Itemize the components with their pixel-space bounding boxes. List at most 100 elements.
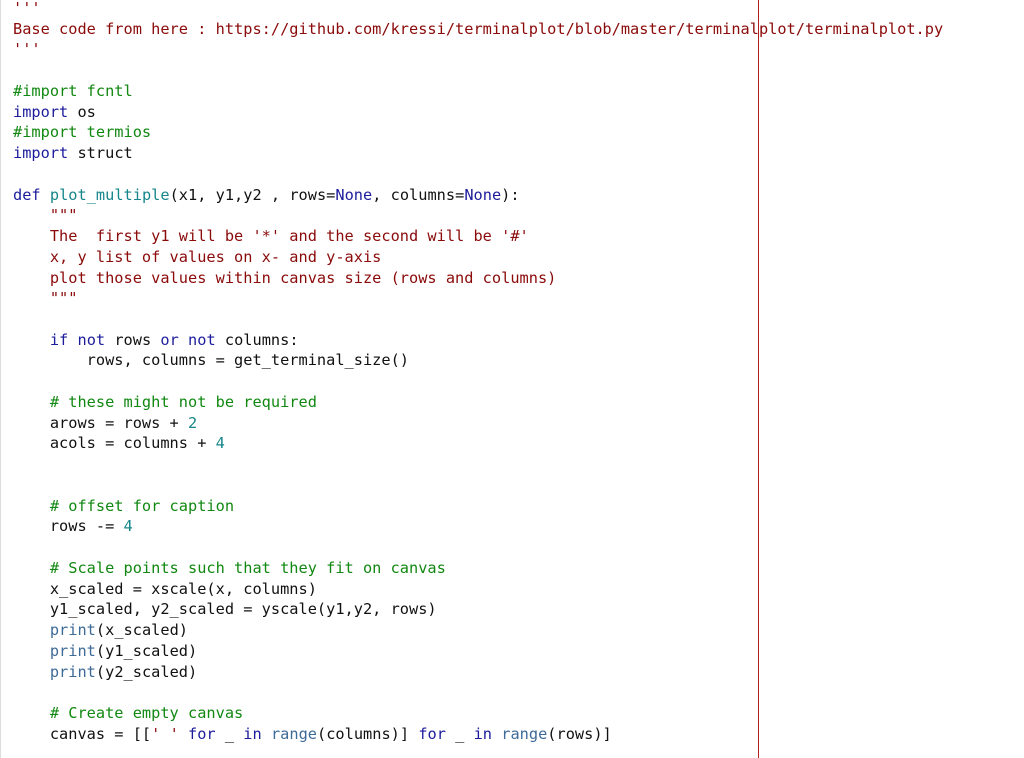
code-line[interactable] [13, 537, 943, 558]
right-margin-guide [758, 0, 759, 758]
code-line[interactable]: x, y list of values on x- and y-axis [13, 247, 943, 268]
code-line[interactable]: # these might not be required [13, 392, 943, 413]
code-token-plain: struct [68, 144, 133, 163]
code-token-plain [13, 642, 50, 660]
code-line[interactable] [13, 164, 943, 185]
code-line[interactable]: #import fcntl [13, 81, 943, 102]
code-line[interactable] [13, 475, 943, 496]
code-token-plain: (y2_scaled) [95, 662, 198, 681]
code-token-cmt: # Create empty canvas [13, 703, 244, 722]
code-token-plain: ): [501, 185, 520, 204]
code-line[interactable]: def plot_multiple(x1, y1,y2 , rows=None,… [13, 185, 943, 206]
code-token-plain: _ [445, 724, 474, 743]
code-token-kw: import [13, 144, 69, 163]
code-token-str: x, y list of values on x- and y-axis [13, 247, 382, 266]
code-token-kw: not [77, 330, 106, 349]
code-token-cmt: # Scale points such that they fit on can… [13, 558, 446, 577]
code-token-plain [41, 186, 50, 204]
code-token-num: 4 [123, 517, 133, 536]
code-line[interactable]: rows -= 4 [13, 516, 943, 537]
code-token-str: """ [13, 289, 78, 308]
code-line[interactable]: x_scaled = xscale(x, columns) [13, 579, 943, 600]
code-line[interactable]: ''' [13, 39, 943, 60]
code-token-plain: (columns)] [317, 724, 419, 743]
code-token-plain [13, 663, 50, 681]
code-token-plain: arows = rows + [13, 413, 188, 432]
code-token-str: ''' [13, 40, 41, 59]
code-token-plain [179, 331, 188, 349]
code-line[interactable]: print(y2_scaled) [13, 662, 943, 683]
code-line[interactable]: y1_scaled, y2_scaled = yscale(y1,y2, row… [13, 599, 943, 620]
code-token-builtin: print [49, 662, 96, 681]
code-token-plain: , columns= [372, 185, 465, 204]
code-line[interactable] [13, 371, 943, 392]
code-token-str: ''' [13, 0, 41, 17]
code-token-kw: not [188, 330, 216, 349]
code-token-cmt: #import fcntl [13, 81, 133, 100]
code-line[interactable]: acols = columns + 4 [13, 433, 943, 454]
code-token-builtin: print [49, 621, 96, 640]
code-line[interactable]: rows, columns = get_terminal_size() [13, 350, 943, 371]
code-line[interactable]: # offset for caption [13, 496, 943, 517]
code-token-plain: rows -= [13, 517, 124, 536]
code-token-plain: acols = columns + [13, 434, 216, 453]
code-token-kw: def [13, 185, 41, 204]
code-token-plain: rows [105, 330, 161, 349]
code-token-plain [492, 725, 501, 743]
code-line[interactable]: print(y1_scaled) [13, 641, 943, 662]
code-token-plain: columns: [215, 330, 299, 349]
code-line[interactable] [13, 309, 943, 330]
code-token-plain [13, 331, 50, 349]
code-token-plain: os [68, 102, 96, 121]
code-line[interactable] [13, 454, 943, 475]
code-line[interactable]: """ [13, 205, 943, 226]
code-token-plain: (x1, y1,y2 , rows= [169, 185, 336, 204]
code-token-kw: if [49, 330, 69, 349]
code-token-plain [13, 621, 50, 639]
code-line[interactable] [13, 682, 943, 703]
code-line[interactable]: plot those values within canvas size (ro… [13, 268, 943, 289]
code-token-kw: in [473, 724, 493, 743]
code-line[interactable]: arows = rows + 2 [13, 413, 943, 434]
code-line[interactable]: Base code from here : https://github.com… [13, 19, 943, 40]
code-line[interactable]: ''' [13, 0, 943, 19]
code-token-plain: canvas = [[ [13, 724, 152, 743]
code-token-str: """ [13, 206, 78, 225]
code-token-builtin: print [49, 641, 96, 660]
code-token-cmt: # offset for caption [13, 496, 235, 515]
code-token-plain: (y1_scaled) [95, 641, 198, 660]
code-token-plain: (x_scaled) [95, 621, 189, 640]
code-token-builtin: range [501, 724, 548, 743]
code-token-kw: or [160, 330, 179, 349]
code-token-str: ' ' [151, 724, 179, 743]
code-line[interactable]: """ [13, 288, 943, 309]
code-text-area[interactable]: ''' Base code from here : https://github.… [13, 0, 943, 744]
code-token-kw: import [13, 102, 69, 121]
code-line[interactable]: # Create empty canvas [13, 703, 943, 724]
code-line[interactable]: #import termios [13, 122, 943, 143]
code-token-plain: (rows)] [547, 724, 612, 743]
code-token-cmt: # these might not be required [13, 392, 317, 411]
code-line[interactable] [13, 60, 943, 81]
code-line[interactable]: import os [13, 102, 943, 123]
code-line[interactable]: if not rows or not columns: [13, 330, 943, 351]
code-token-plain [262, 725, 271, 743]
code-token-cmt: #import termios [13, 123, 152, 142]
code-token-str: plot those values within canvas size (ro… [13, 268, 557, 287]
code-token-num: 2 [187, 413, 198, 432]
code-token-plain: x_scaled = xscale(x, columns) [13, 579, 317, 598]
code-token-plain [179, 725, 188, 743]
code-token-kw: for [418, 724, 446, 743]
code-token-fn: plot_multiple [49, 185, 170, 204]
code-token-const: None [464, 185, 502, 204]
code-line[interactable]: import struct [13, 143, 943, 164]
code-line[interactable]: canvas = [[' ' for _ in range(columns)] … [13, 724, 943, 745]
code-line[interactable]: # Scale points such that they fit on can… [13, 558, 943, 579]
code-token-str: Base code from here : https://github.com… [13, 19, 944, 38]
code-token-const: None [335, 185, 373, 204]
code-token-plain: _ [215, 724, 244, 743]
code-line[interactable]: print(x_scaled) [13, 620, 943, 641]
code-token-builtin: range [270, 724, 317, 743]
code-line[interactable]: The first y1 will be '*' and the second … [13, 226, 943, 247]
